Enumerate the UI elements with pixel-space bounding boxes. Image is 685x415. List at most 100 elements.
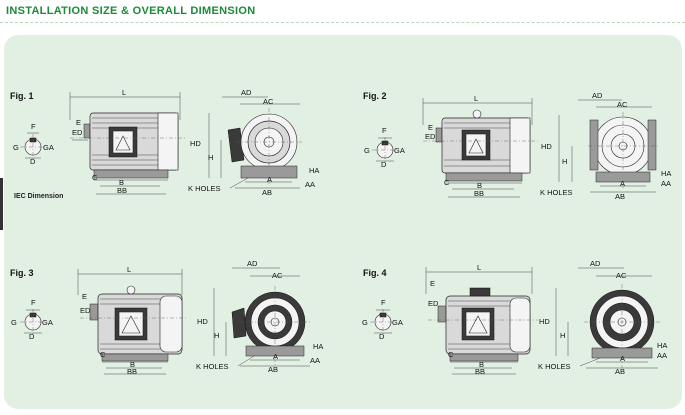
fig-1-d-label: D (30, 157, 36, 166)
fig-2-hd-label: HD (541, 142, 552, 151)
fig-4-b-label: B (479, 360, 484, 369)
fig-1-f-label: F (31, 122, 36, 131)
fig-4-ad-label: AD (590, 259, 601, 268)
fig-1-l-label: L (122, 88, 126, 97)
fig-4-hd-label: HD (539, 317, 550, 326)
fig-1-c-label: C (92, 173, 98, 182)
fig-4-h-label: H (560, 331, 565, 340)
fig-2-a-label: A (620, 179, 625, 188)
fig-3-label: Fig. 3 (10, 268, 34, 278)
fig-3-shaft-section: F G GA D (11, 298, 53, 341)
fig-4-f-label: F (381, 298, 386, 307)
fig-1-shaft-section: F G GA D (13, 122, 54, 166)
fig-3-f-label: F (31, 298, 36, 307)
fig-2-d-label: D (381, 160, 387, 169)
fig-3-ac-label: AC (272, 271, 283, 280)
page-edge-mark (0, 178, 3, 230)
fig-3-e-label: E (82, 292, 87, 301)
fig-4-ha-label: HA (657, 341, 667, 350)
fig-3-ab-label: AB (268, 365, 278, 374)
fig-2-ga-label: GA (394, 146, 405, 155)
fig-4-g-label: G (362, 318, 368, 327)
fig-2-label: Fig. 2 (363, 91, 387, 101)
fig-2-front-view: AD AC HD H A AB K HOLES HA AA (540, 91, 671, 201)
fig-1-hd-label: HD (190, 139, 201, 148)
fig-4-label: Fig. 4 (363, 268, 387, 278)
fig-1-front-view: AD AC HD H A AB K HOLES HA AA (188, 88, 319, 197)
fig-3-l-label: L (127, 265, 131, 274)
fig-1-bb-label: BB (117, 186, 127, 195)
fig-3-hd-label: HD (197, 317, 208, 326)
fig-3-aa-label: AA (310, 356, 320, 365)
fig-1-ac-label: AC (263, 97, 274, 106)
fig-3-k-holes-label: K HOLES (196, 362, 229, 371)
fig-2-h-label: H (562, 157, 567, 166)
fig-1-b-label: B (119, 178, 124, 187)
fig-2-ab-label: AB (615, 192, 625, 201)
fig-4-l-label: L (477, 263, 481, 272)
fig-2-ed-label: ED (425, 132, 436, 141)
fig-3-c-label: C (100, 350, 106, 359)
fig-1-e-label: E (76, 118, 81, 127)
fig-3-h-label: H (214, 331, 219, 340)
fig-4-bb-label: BB (475, 367, 485, 376)
fig-3-bb-label: BB (127, 367, 137, 376)
fig-4-e-label: E (430, 279, 435, 288)
title-divider (0, 22, 685, 23)
fig-1-h-label: H (208, 153, 213, 162)
fig-3-b-label: B (130, 360, 135, 369)
fig-2-ad-label: AD (592, 91, 603, 100)
fig-2-g-label: G (364, 146, 370, 155)
fig-4-side-view: L E ED C B BB (425, 263, 538, 376)
fig-3-ga-label: GA (42, 318, 53, 327)
fig-3-side-view: L E ED C B BB (77, 265, 188, 376)
fig-4-ac-label: AC (616, 271, 627, 280)
fig-1-ad-label: AD (241, 88, 252, 97)
section-title: INSTALLATION SIZE & OVERALL DIMENSION (6, 5, 256, 17)
fig-4-c-label: C (448, 350, 454, 359)
fig-2-side-view: L E ED C B BB (422, 94, 540, 198)
fig-1-g-label: G (13, 143, 19, 152)
fig-2-f-label: F (382, 126, 387, 135)
fig-1-side-view: L E ED C B BB (69, 88, 186, 195)
fig-1-ab-label: AB (262, 188, 272, 197)
fig-4-ed-label: ED (428, 299, 439, 308)
fig-4-d-label: D (379, 332, 385, 341)
fig-4-ab-label: AB (615, 367, 625, 376)
fig-1-ga-label: GA (43, 143, 54, 152)
fig-4-front-view: AD AC HD H A AB K HOLES HA AA (538, 259, 667, 376)
fig-2-shaft-section: F G GA D (364, 126, 405, 169)
fig-3-ha-label: HA (313, 342, 323, 351)
fig-3-ed-label: ED (80, 306, 91, 315)
fig-2-ac-label: AC (617, 100, 628, 109)
fig-2-l-label: L (474, 94, 478, 103)
fig-2-k-holes-label: K HOLES (540, 188, 573, 197)
fig-1-a-label: A (267, 175, 272, 184)
fig-3-a-label: A (273, 352, 278, 361)
fig-3-ad-label: AD (247, 259, 258, 268)
fig-3-front-view: AD AC HD H A AB K HOLES HA AA (196, 259, 323, 374)
fig-4-k-holes-label: K HOLES (538, 362, 571, 371)
fig-2-bb-label: BB (474, 189, 484, 198)
fig-4-a-label: A (620, 354, 625, 363)
fig-2-b-label: B (477, 181, 482, 190)
iec-dimension-note: IEC Dimension (14, 193, 64, 200)
fig-4-ga-label: GA (392, 318, 403, 327)
fig-2-ha-label: HA (661, 169, 671, 178)
fig-1-aa-label: AA (305, 180, 315, 189)
fig-1-label: Fig. 1 (10, 91, 34, 101)
fig-1-k-holes-label: K HOLES (188, 184, 221, 193)
fig-2-c-label: C (444, 178, 450, 187)
fig-4-aa-label: AA (657, 351, 667, 360)
fig-2-aa-label: AA (661, 179, 671, 188)
fig-3-d-label: D (29, 332, 35, 341)
fig-1-ed-label: ED (72, 128, 83, 137)
fig-3-g-label: G (11, 318, 17, 327)
fig-1-ha-label: HA (309, 166, 319, 175)
fig-4-shaft-section: F G GA D (362, 298, 403, 341)
fig-2-e-label: E (428, 123, 433, 132)
